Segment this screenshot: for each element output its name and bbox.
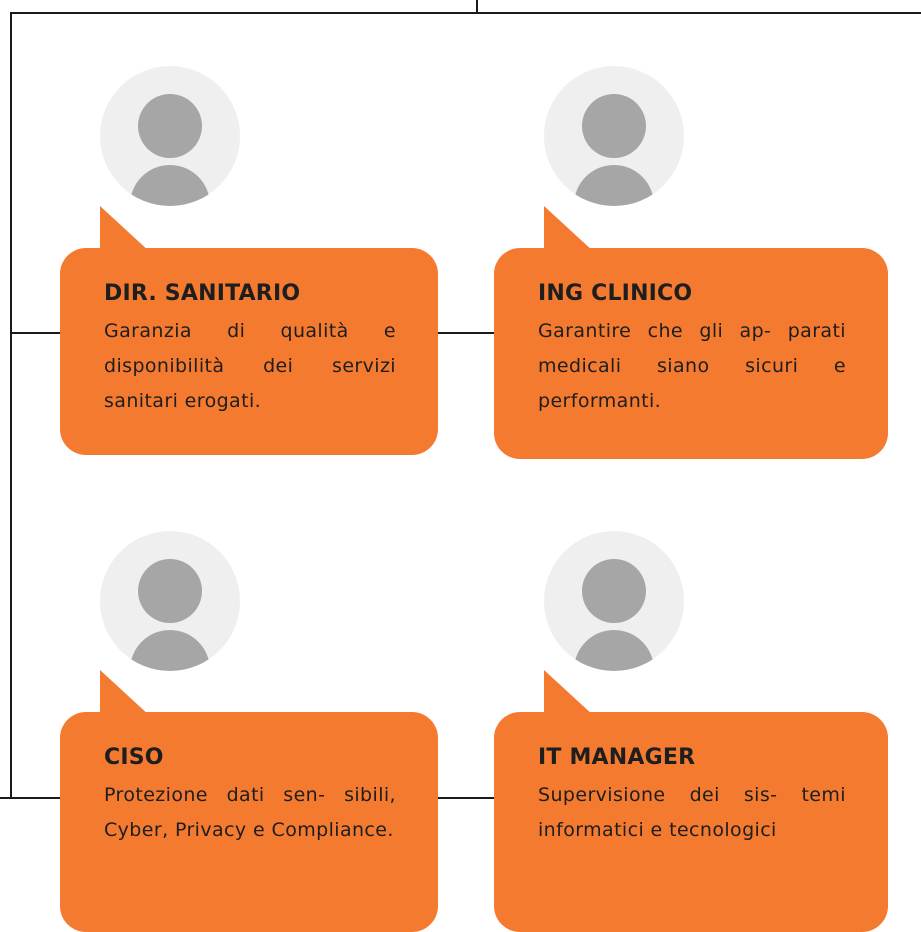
role-title: ING CLINICO bbox=[538, 281, 693, 306]
avatar-head-icon bbox=[138, 94, 202, 158]
avatar-head-icon bbox=[582, 94, 646, 158]
avatar-ciso bbox=[100, 531, 240, 671]
avatar-it-manager bbox=[544, 531, 684, 671]
role-description-line: Protezione dati sen- bbox=[104, 784, 326, 806]
role-description-line: Garantire che gli ap- bbox=[538, 320, 772, 342]
role-description: Protezione dati sen- sibili, Cyber, Priv… bbox=[104, 778, 396, 848]
avatar-dir-sanitario bbox=[100, 66, 240, 206]
role-description-line: parati medicali siano bbox=[538, 320, 846, 377]
role-card-it-manager: IT MANAGER Supervisione dei sis- temi in… bbox=[494, 712, 888, 932]
speech-tail bbox=[100, 670, 150, 716]
connector-top-horizontal bbox=[10, 12, 921, 14]
role-description-line: Supervisione dei sis- bbox=[538, 784, 778, 806]
role-description-line: Compliance. bbox=[271, 819, 394, 841]
role-title: CISO bbox=[104, 745, 164, 770]
connector-row1-middle bbox=[438, 332, 494, 334]
role-description-line: temi informatici e bbox=[538, 784, 846, 841]
avatar-body-icon bbox=[574, 630, 654, 671]
role-card-ing-clinico: ING CLINICO Garantire che gli ap- parati… bbox=[494, 248, 888, 459]
avatar-head-icon bbox=[138, 559, 202, 623]
avatar-body-icon bbox=[130, 630, 210, 671]
avatar-ing-clinico bbox=[544, 66, 684, 206]
role-description-line: sibili, Cyber, Privacy e bbox=[104, 784, 396, 841]
connector-top-vertical bbox=[476, 0, 478, 13]
connector-row1-left bbox=[10, 332, 62, 334]
role-description-line: servizi sanitari erogati. bbox=[104, 355, 396, 412]
role-card-ciso: CISO Protezione dati sen- sibili, Cyber,… bbox=[60, 712, 438, 932]
role-title: DIR. SANITARIO bbox=[104, 281, 301, 306]
avatar-body-icon bbox=[574, 165, 654, 206]
role-card-dir-sanitario: DIR. SANITARIO Garanzia di qualità e dis… bbox=[60, 248, 438, 455]
role-description-line: sicuri e performanti. bbox=[538, 355, 846, 412]
role-description: Garanzia di qualità e disponibilità dei … bbox=[104, 314, 396, 419]
speech-tail bbox=[544, 206, 594, 252]
connector-row2-left bbox=[0, 797, 62, 799]
avatar-body-icon bbox=[130, 165, 210, 206]
role-description: Garantire che gli ap- parati medicali si… bbox=[538, 314, 846, 419]
role-description: Supervisione dei sis- temi informatici e… bbox=[538, 778, 846, 848]
role-description-line: Garanzia di qualità bbox=[104, 320, 349, 342]
role-title: IT MANAGER bbox=[538, 745, 696, 770]
speech-tail bbox=[100, 206, 150, 252]
connector-row2-middle bbox=[438, 797, 494, 799]
avatar-head-icon bbox=[582, 559, 646, 623]
connector-left-vertical bbox=[10, 12, 12, 799]
role-description-line: e disponibilità dei bbox=[104, 320, 396, 377]
speech-tail bbox=[544, 670, 594, 716]
role-description-line: tecnologici bbox=[669, 819, 777, 841]
